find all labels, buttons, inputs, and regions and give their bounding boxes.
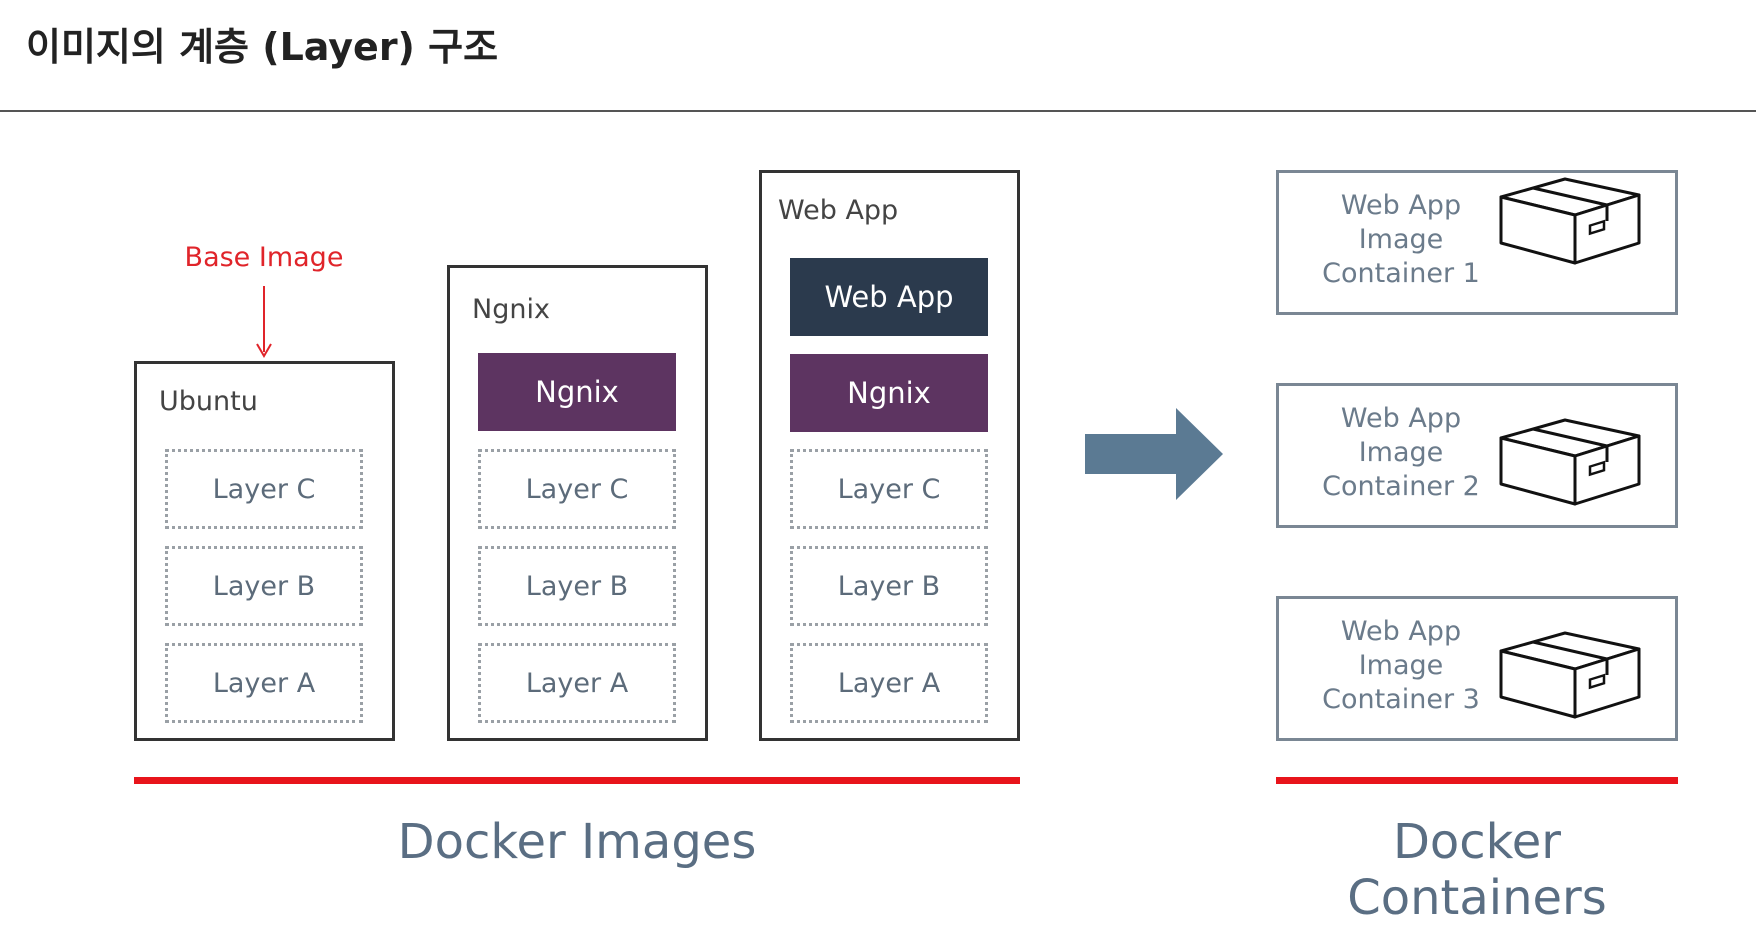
container-line-3: Container 3 bbox=[1322, 684, 1480, 715]
solid-layer-ngnix: Ngnix bbox=[478, 353, 676, 431]
layer-b: Layer B bbox=[478, 546, 676, 626]
layer-b: Layer B bbox=[165, 546, 363, 626]
right-arrow-icon bbox=[1085, 408, 1223, 500]
container-line-1: Web App bbox=[1340, 190, 1462, 221]
container-line-1: Web App bbox=[1340, 403, 1462, 434]
layer-a: Layer A bbox=[478, 643, 676, 723]
containers-underline bbox=[1276, 777, 1678, 784]
container-label: Web App Image Container 1 bbox=[1289, 189, 1513, 291]
box-icon bbox=[1499, 418, 1641, 506]
layer-b: Layer B bbox=[790, 546, 988, 626]
base-image-arrow-icon bbox=[256, 286, 272, 358]
layer-c: Layer C bbox=[165, 449, 363, 529]
docker-containers-label: Docker Containers bbox=[1347, 814, 1607, 926]
container-box-1: Web App Image Container 1 bbox=[1276, 170, 1678, 315]
layer-a: Layer A bbox=[790, 643, 988, 723]
container-box-2: Web App Image Container 2 bbox=[1276, 383, 1678, 528]
images-underline bbox=[134, 777, 1020, 784]
container-line-1: Web App bbox=[1340, 616, 1462, 647]
container-box-3: Web App Image Container 3 bbox=[1276, 596, 1678, 741]
container-label: Web App Image Container 3 bbox=[1289, 615, 1513, 717]
docker-images-label: Docker Images bbox=[397, 814, 757, 870]
layer-c: Layer C bbox=[790, 449, 988, 529]
base-image-label: Base Image bbox=[184, 242, 344, 273]
image-title: Ubuntu bbox=[159, 386, 258, 417]
image-title: Web App bbox=[778, 195, 899, 226]
container-line-2: Image bbox=[1358, 224, 1444, 255]
container-line-3: Container 2 bbox=[1322, 471, 1480, 502]
container-line-2: Image bbox=[1358, 650, 1444, 681]
container-line-3: Container 1 bbox=[1322, 258, 1480, 289]
title-divider bbox=[0, 110, 1756, 112]
box-icon bbox=[1499, 631, 1641, 719]
image-title: Ngnix bbox=[472, 294, 550, 325]
container-label: Web App Image Container 2 bbox=[1289, 402, 1513, 504]
layer-c: Layer C bbox=[478, 449, 676, 529]
container-line-2: Image bbox=[1358, 437, 1444, 468]
solid-layer-web-app: Web App bbox=[790, 258, 988, 336]
image-box-ngnix: Ngnix Ngnix Layer C Layer B Layer A bbox=[447, 265, 708, 741]
image-box-web-app: Web App Web App Ngnix Layer C Layer B La… bbox=[759, 170, 1020, 741]
layer-a: Layer A bbox=[165, 643, 363, 723]
box-icon bbox=[1499, 177, 1641, 265]
page-title: 이미지의 계층 (Layer) 구조 bbox=[26, 25, 499, 69]
image-box-ubuntu: Ubuntu Layer C Layer B Layer A bbox=[134, 361, 395, 741]
solid-layer-ngnix: Ngnix bbox=[790, 354, 988, 432]
